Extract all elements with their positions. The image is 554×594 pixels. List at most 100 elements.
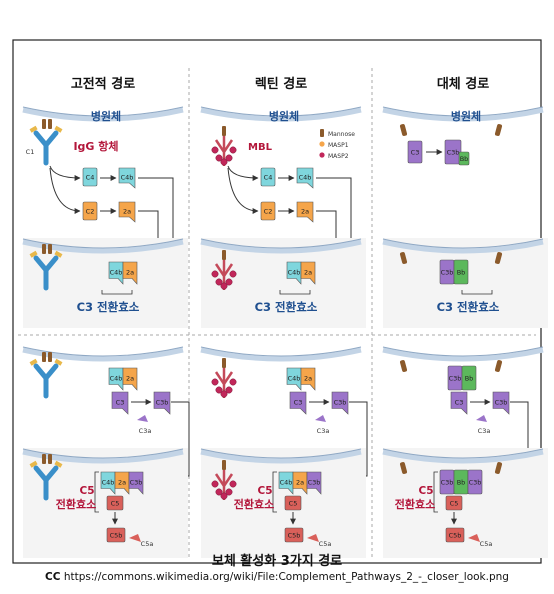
c3a-label: C3a (478, 427, 491, 435)
antigen-marker (54, 250, 63, 258)
pathogen-membrane (22, 107, 184, 122)
antibody-body (33, 363, 59, 399)
masp-dot (225, 154, 233, 162)
antibody-body (33, 130, 59, 166)
mbl-label: MBL (248, 142, 273, 153)
c3b-c5-convertase-shape (306, 471, 322, 495)
masp-dot (215, 488, 223, 496)
c4-molecule-label: C4 (264, 174, 273, 182)
bb-fragment-shape (458, 151, 470, 166)
masp-dot (225, 278, 233, 286)
c3b2-c5-convertase-shape (467, 469, 483, 495)
membrane-edge (22, 106, 184, 117)
mbl-protein-icon (211, 126, 237, 166)
antigen-marker (29, 460, 38, 468)
surface-panel (23, 448, 188, 558)
legend-entry: MASP1 (328, 142, 349, 149)
mannose-stalk (222, 358, 226, 368)
masp-dot (220, 492, 228, 500)
mannose-icon (494, 124, 503, 136)
masp-dot (211, 146, 219, 154)
legend-swatch (319, 141, 325, 147)
c3-convertase-label: C3 전환효소 (437, 300, 500, 314)
c5-convertase-bracket (94, 471, 99, 513)
surface-panel (201, 448, 366, 558)
c4b-complex-label: C4b (110, 375, 123, 383)
c4-activation-arrow (49, 165, 81, 181)
bb-complex-label: Bb (465, 375, 474, 383)
antibody-label: IgG 항체 (73, 139, 118, 153)
mannose-stalk (222, 250, 226, 260)
source-url: https://commons.wikimedia.org/wiki/File:… (63, 571, 509, 583)
c3b-complex-label: C3b (449, 375, 462, 383)
mbl-stalks (214, 136, 234, 166)
membrane-edge (382, 106, 544, 117)
c1-stalk (42, 244, 46, 254)
c5-substrate-shape (445, 495, 463, 511)
c5-convertase-label: 전환효소 (234, 497, 274, 511)
mannose-icon (494, 360, 503, 372)
license-credit: CC https://commons.wikimedia.org/wiki/Fi… (0, 571, 554, 583)
c3b-product-label: C3b (156, 399, 169, 407)
antibody-body (33, 465, 59, 501)
masp-dot (225, 386, 233, 394)
c5a-fragment (468, 534, 480, 542)
c2a-complex-shape (122, 367, 138, 391)
antigen-marker (54, 125, 63, 133)
masp-dot (215, 386, 223, 394)
c2a-c5-convertase-label: 2a (118, 479, 126, 487)
c5a-label: C5a (480, 540, 493, 548)
c3b-c5-convertase-shape (128, 471, 144, 495)
c1-stalk (48, 244, 52, 254)
pathogen-membrane-2 (22, 239, 184, 254)
membrane-edge (382, 238, 544, 249)
c5b-product-shape (445, 527, 465, 543)
c3b-c5-convertase-label: C3b (130, 479, 143, 487)
masp-dot (229, 270, 237, 278)
c2a-complex-label: 2a (126, 375, 134, 383)
membrane-edge (22, 346, 184, 357)
mannose-stalk (222, 460, 226, 470)
figure-title: 보체 활성화 3가지 경로 (211, 554, 343, 569)
c5-convertase-bracket (433, 471, 438, 513)
bb-c5-convertase-label: Bb (457, 479, 466, 487)
c2a-complex-shape (300, 367, 316, 391)
c2-activation-arrow (49, 167, 81, 214)
c4b-molecule-shape (296, 167, 314, 189)
bb-complex-shape (461, 365, 477, 391)
c3-substrate-label: C3 (455, 399, 464, 407)
convertase-bracket (101, 290, 133, 295)
c3-substrate-label: C3 (116, 399, 125, 407)
igg-antibody-icon (29, 352, 63, 399)
membrane-edge (200, 346, 362, 357)
c2a-molecule-label: 2a (301, 208, 309, 216)
membrane-edge (382, 346, 544, 357)
c4b-complex-label: C4b (288, 375, 301, 383)
antigen-marker (29, 125, 38, 133)
surface-panel (383, 448, 548, 558)
membrane-edge (200, 238, 362, 249)
c2a-c5-convertase-shape (114, 471, 130, 495)
pathogen-membrane (382, 107, 544, 122)
c4b-in-convertase-label: C4b (110, 269, 123, 277)
antigen-marker (54, 460, 63, 468)
pathogen-label: 병원체 (451, 109, 481, 123)
c4b-in-convertase-shape (286, 261, 302, 285)
mbl-stalks (214, 470, 234, 500)
c2a-in-convertase-shape (300, 261, 316, 285)
c2a-in-convertase-label: 2a (126, 269, 134, 277)
c1-stalk (42, 454, 46, 464)
pathogen-membrane-4 (22, 449, 184, 464)
cc-label: CC (45, 571, 61, 583)
c5-substrate-shape (106, 495, 124, 511)
c2-molecule-shape (82, 201, 98, 221)
igg-antibody-icon (29, 244, 63, 291)
c5-convertase-bracket (272, 471, 277, 513)
c2-activation-arrow (227, 167, 259, 214)
c3-substrate-label: C3 (294, 399, 303, 407)
c5-convertase-label: 전환효소 (56, 497, 96, 511)
masp-dot (215, 154, 223, 162)
